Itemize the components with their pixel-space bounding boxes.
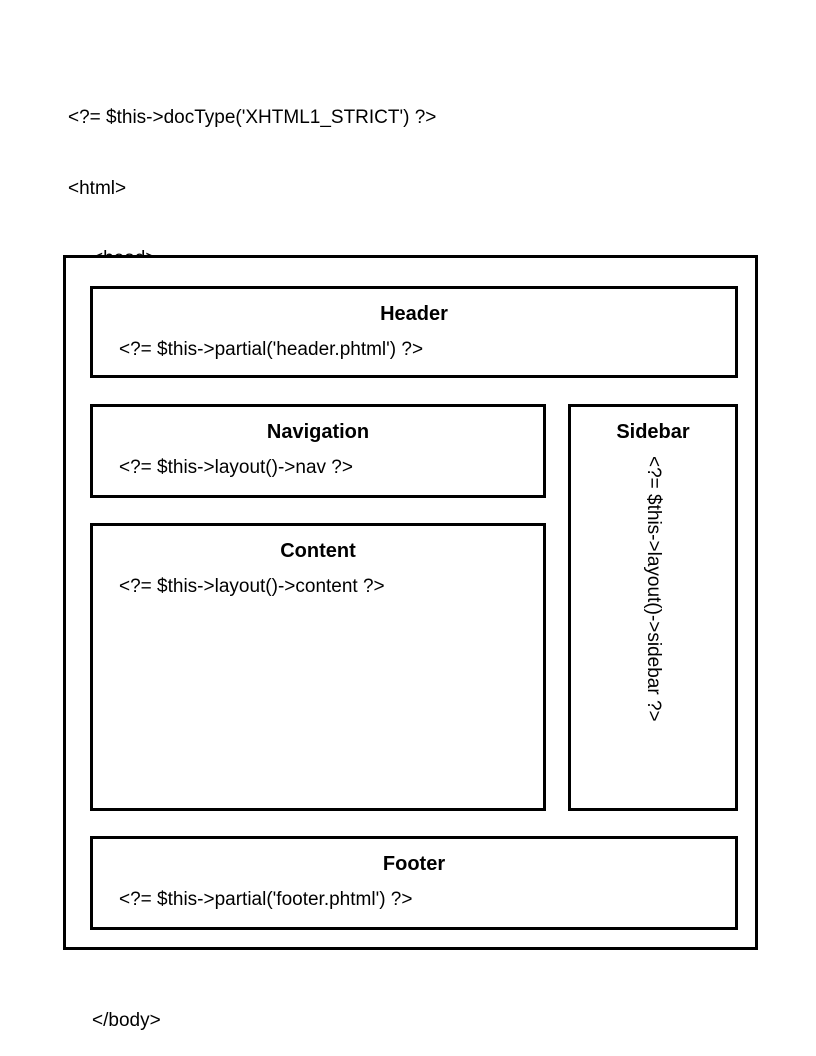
content-title: Content xyxy=(280,540,356,562)
code-block-bottom: </body> </html> xyxy=(68,962,161,1056)
code-line-html-open: <html> xyxy=(68,177,127,199)
footer-title: Footer xyxy=(382,853,446,875)
content-box: Content <?= $this->layout()->content ?> xyxy=(90,523,546,811)
sidebar-title: Sidebar xyxy=(616,421,690,443)
code-line-body-close: </body> xyxy=(92,1010,161,1031)
header-code: <?= $this->partial('header.phtml') ?> xyxy=(119,339,424,360)
body-wrapper-box: Header <?= $this->partial('header.phtml'… xyxy=(63,255,758,950)
footer-code: <?= $this->partial('footer.phtml') ?> xyxy=(119,889,413,910)
navigation-title: Navigation xyxy=(266,421,370,443)
sidebar-box: Sidebar <?= $this->layout()->sidebar ?> xyxy=(568,404,738,811)
navigation-code: <?= $this->layout()->nav ?> xyxy=(119,457,353,478)
sidebar-code: <?= $this->layout()->sidebar ?> xyxy=(643,456,664,722)
code-line-doctype: <?= $this->docType('XHTML1_STRICT') ?> xyxy=(68,107,437,128)
footer-box: Footer <?= $this->partial('footer.phtml'… xyxy=(90,836,738,930)
content-code: <?= $this->layout()->content ?> xyxy=(119,576,385,597)
navigation-box: Navigation <?= $this->layout()->nav ?> xyxy=(90,404,546,498)
header-title: Header xyxy=(380,303,448,325)
header-box: Header <?= $this->partial('header.phtml'… xyxy=(90,286,738,378)
